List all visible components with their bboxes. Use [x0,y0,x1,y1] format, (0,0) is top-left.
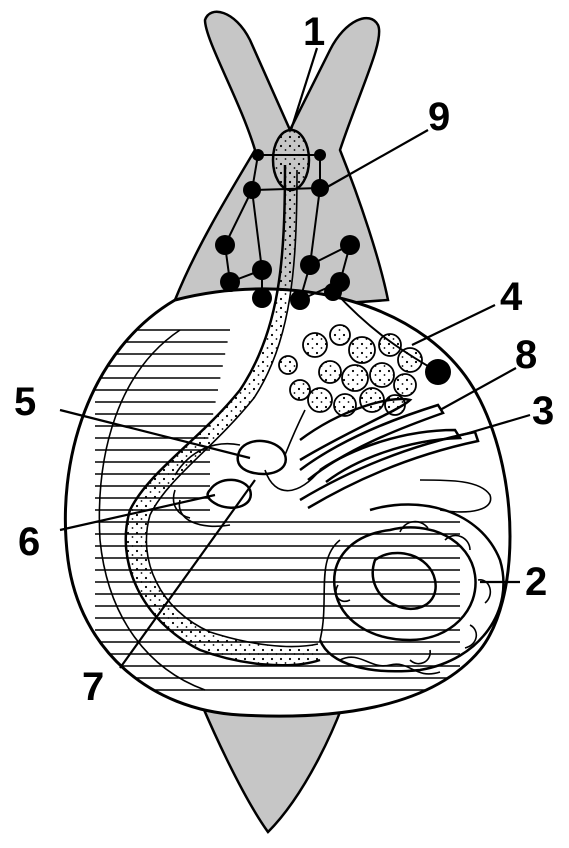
label-5: 5 [14,380,36,424]
label-8: 8 [515,333,537,377]
gland-lobule [319,361,341,383]
gland-lobule [394,374,416,396]
ganglion-dot [314,149,326,161]
ganglion-dot [252,260,272,280]
ganglion-dot [252,149,264,161]
label-3: 3 [532,389,554,433]
ganglion-dot [243,181,261,199]
label-9: 9 [428,95,450,139]
ganglion-dot [324,283,342,301]
ganglion-dot [290,290,310,310]
ganglion-dot [252,288,272,308]
gland-lobule [398,348,422,372]
gland-lobule [342,365,368,391]
gland-lobule [279,356,297,374]
gland-lobule [308,388,332,412]
ganglion-dot [220,272,240,292]
pharynx [273,130,309,190]
label-7: 7 [82,665,104,709]
gland-lobule [370,363,394,387]
gland-lobule [290,380,310,400]
gland-lobule [349,337,375,363]
ganglion-dot [340,235,360,255]
label-2: 2 [525,560,547,604]
ganglion-dot [215,235,235,255]
gland-lobule [379,334,401,356]
eye-ganglion [425,359,451,385]
label-6: 6 [18,520,40,564]
gland-lobule [330,325,350,345]
label-1: 1 [303,10,325,54]
gland-lobule [360,388,384,412]
gland-lobule [303,333,327,357]
label-4: 4 [500,275,523,319]
ganglion-dot [300,255,320,275]
